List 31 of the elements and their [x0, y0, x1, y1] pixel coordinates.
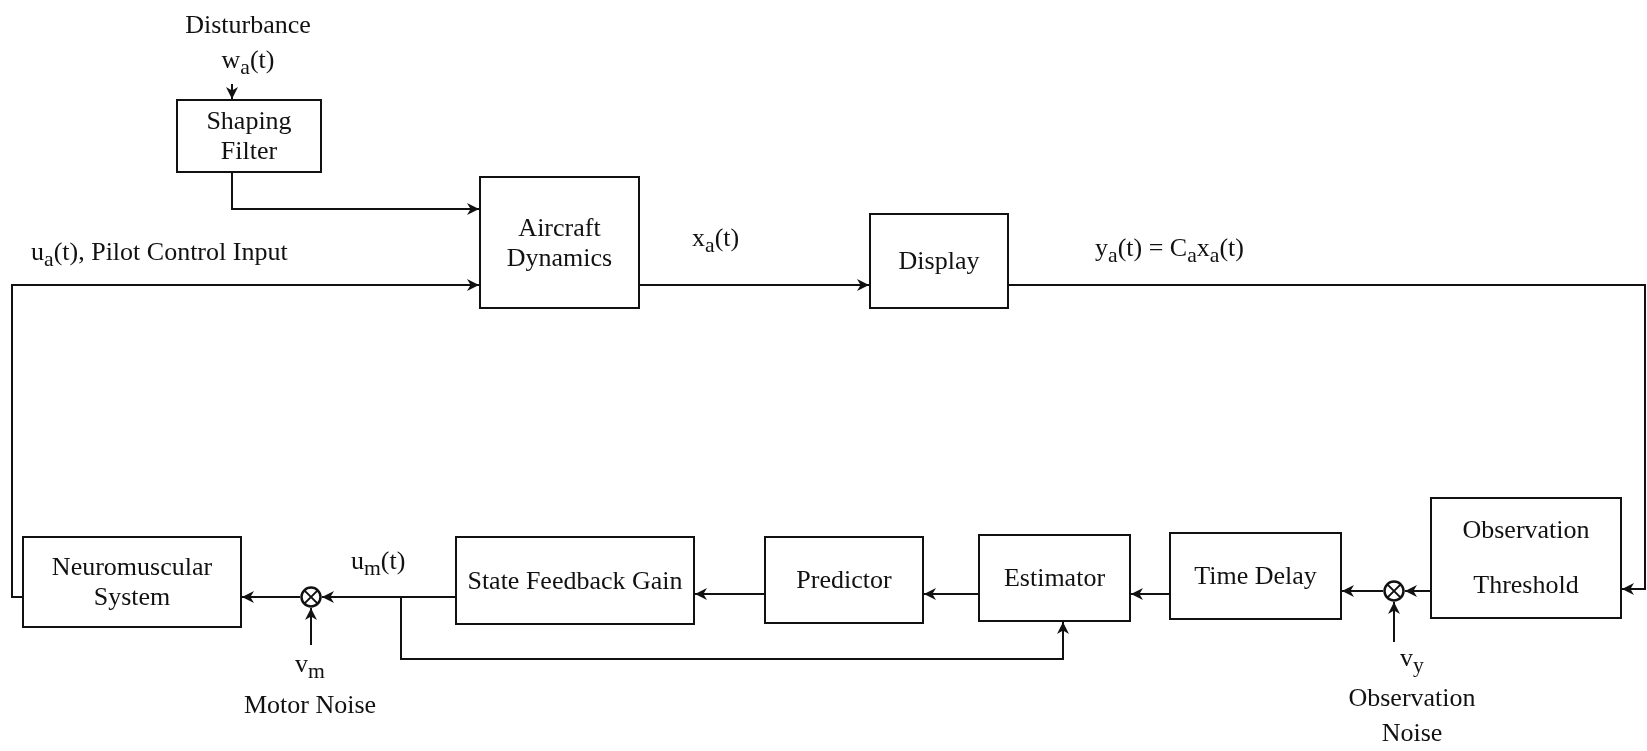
arrow: [923, 588, 979, 600]
signal-label: v$_{y}$: [1400, 641, 1424, 679]
signal-label: v$_{m}$: [295, 648, 325, 686]
arrow: [226, 83, 238, 100]
arrow: [231, 172, 480, 215]
block-box: Shaping Filter: [176, 99, 322, 173]
block-box: Neuromuscular System: [22, 536, 242, 628]
arrow: [305, 607, 317, 646]
signal-label: Disturbance: [185, 9, 311, 42]
arrow: [1008, 284, 1646, 595]
arrow: [694, 588, 765, 600]
arrow: [1388, 601, 1400, 643]
block-box: Observation Threshold: [1430, 497, 1622, 619]
arrow: [1404, 585, 1431, 597]
block-box: Estimator: [978, 534, 1131, 622]
arrow: [11, 279, 480, 598]
summing-junction: [300, 586, 322, 608]
arrow: [400, 596, 1069, 660]
summing-junction: [1383, 580, 1405, 602]
signal-label: Observation Noise: [1347, 682, 1477, 750]
block-box: Display: [869, 213, 1009, 309]
arrow: [241, 591, 301, 603]
arrow: [1341, 585, 1384, 597]
arrow: [639, 279, 870, 291]
signal-label: Motor Noise: [243, 688, 377, 721]
block-box: Predictor: [764, 536, 924, 624]
block-box: Aircraft Dynamics: [479, 176, 640, 309]
block-box: Time Delay: [1169, 532, 1342, 620]
signal-label: w$_{a}$(t): [221, 44, 275, 82]
block-box: State Feedback Gain: [455, 536, 695, 625]
arrow: [1130, 588, 1170, 600]
